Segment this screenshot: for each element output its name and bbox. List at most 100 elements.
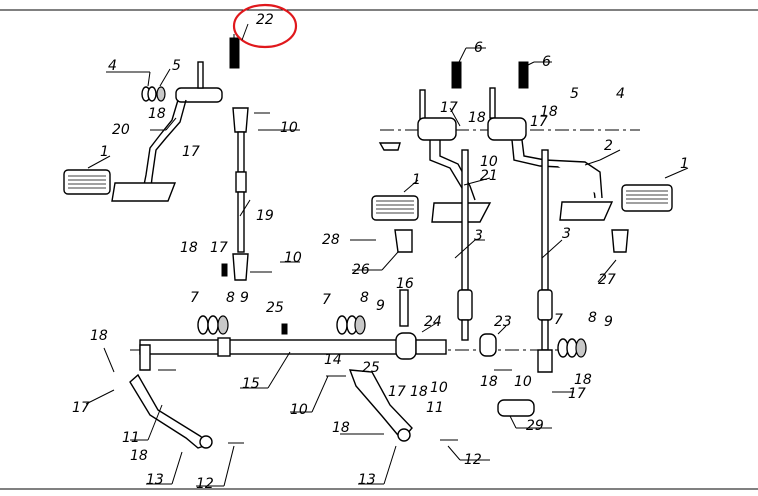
label-18-h: 18	[574, 372, 592, 388]
label-10-d: 10	[430, 380, 448, 396]
label-1-c: 1	[680, 156, 689, 172]
label-2: 2	[604, 138, 613, 154]
label-15: 15	[242, 376, 260, 392]
label-18-e: 18	[90, 328, 108, 344]
label-11-a: 11	[122, 430, 140, 446]
label-17-d: 17	[210, 240, 228, 256]
pedal-pad-right	[621, 184, 673, 212]
bracket-26	[394, 229, 413, 253]
label-8-c: 8	[588, 310, 597, 326]
sleeve-29	[497, 399, 535, 417]
label-8-b: 8	[360, 290, 369, 306]
washers-7-8-9-a	[197, 315, 229, 335]
label-26: 26	[352, 262, 370, 278]
pedal-pad-2	[559, 201, 614, 221]
label-25-a: 25	[266, 300, 284, 316]
label-23: 23	[494, 314, 512, 330]
label-7-a: 7	[190, 290, 199, 306]
pedal-pad-left	[63, 169, 177, 202]
label-17-c: 17	[530, 114, 548, 130]
washers-7-8-9-b	[336, 315, 366, 335]
label-5-b: 5	[570, 86, 579, 102]
label-7-c: 7	[554, 312, 563, 328]
label-22: 22	[256, 12, 274, 28]
part-labels: 22 6 6 4 5 5 4 18 17 20 1 10 17 18 18 17…	[72, 12, 689, 492]
highlight-circle	[232, 3, 298, 49]
pedal-pad-21	[431, 202, 492, 223]
rod-3-b	[541, 149, 549, 291]
label-25-b: 25	[362, 360, 380, 376]
bushing-b	[487, 117, 527, 141]
pivot-post	[197, 61, 204, 89]
bushing-a	[417, 117, 457, 141]
label-10-e: 10	[514, 374, 532, 390]
label-18-a: 18	[148, 106, 166, 122]
label-18-c: 18	[540, 104, 558, 120]
label-18-j: 18	[332, 420, 350, 436]
right-pedal-group	[371, 61, 673, 373]
label-10-a: 10	[280, 120, 298, 136]
left-pedal-group	[63, 34, 272, 281]
label-18-b: 18	[468, 110, 486, 126]
label-20: 20	[112, 122, 130, 138]
label-17-b: 17	[440, 100, 458, 116]
label-29: 29	[526, 418, 544, 434]
label-6-a: 6	[474, 40, 483, 56]
label-8-a: 8	[226, 290, 235, 306]
label-4-a: 4	[108, 58, 117, 74]
label-6-b: 6	[542, 54, 551, 70]
pedal-pad-mid	[371, 195, 419, 221]
label-7-b: 7	[322, 292, 331, 308]
washers-7-8-9-c	[557, 338, 587, 358]
label-12-b: 12	[464, 452, 482, 468]
lever-11-left	[129, 344, 213, 449]
label-28: 28	[322, 232, 340, 248]
label-1-a: 1	[100, 144, 109, 160]
rod-19	[232, 107, 249, 281]
label-9-a: 9	[240, 290, 249, 306]
label-18-i: 18	[130, 448, 148, 464]
label-18-f: 18	[410, 384, 428, 400]
label-3-a: 3	[474, 228, 483, 244]
label-5-a: 5	[172, 58, 181, 74]
label-18-g: 18	[480, 374, 498, 390]
rod-3-a	[461, 149, 469, 291]
label-11-b: 11	[426, 400, 444, 416]
label-10-b: 10	[480, 154, 498, 170]
label-13-b: 13	[358, 472, 376, 488]
label-1-b: 1	[412, 172, 421, 188]
label-17-g: 17	[568, 386, 586, 402]
label-24: 24	[424, 314, 442, 330]
label-9-c: 9	[604, 314, 613, 330]
label-18-d: 18	[180, 240, 198, 256]
spring-6-a	[451, 61, 462, 89]
leader-lines	[85, 23, 689, 487]
label-21: 21	[480, 168, 498, 184]
pin-16	[399, 289, 409, 327]
label-17-f: 17	[388, 384, 406, 400]
label-4-b: 4	[616, 86, 625, 102]
spring-22	[229, 34, 240, 69]
label-9-b: 9	[376, 298, 385, 314]
clip-25	[281, 323, 288, 335]
label-13-a: 13	[146, 472, 164, 488]
pivot-tube	[175, 87, 223, 103]
label-10-c: 10	[284, 250, 302, 266]
label-12-a: 12	[196, 476, 214, 492]
spring-6-b	[518, 61, 529, 89]
label-17-e: 17	[72, 400, 90, 416]
bracket-27	[611, 229, 629, 253]
cotter-17	[221, 263, 228, 277]
label-19: 19	[256, 208, 274, 224]
label-3-b: 3	[562, 226, 571, 242]
label-10-f: 10	[290, 402, 308, 418]
lever-11-right	[348, 369, 413, 442]
label-27: 27	[598, 272, 616, 288]
label-16: 16	[396, 276, 414, 292]
label-14: 14	[324, 352, 342, 368]
shaft-15	[139, 332, 497, 360]
label-17-a: 17	[182, 144, 200, 160]
washers-4-5	[141, 86, 166, 102]
